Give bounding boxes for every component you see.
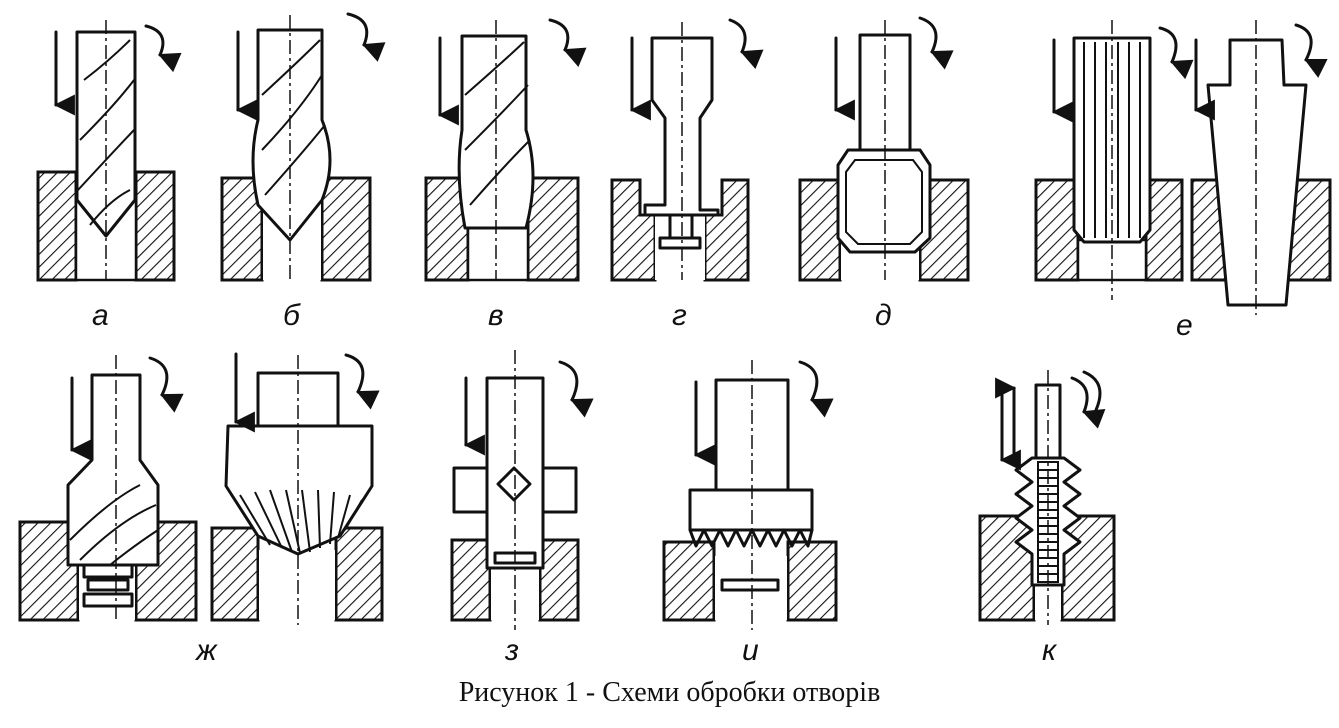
workpiece	[134, 170, 176, 282]
label-d: д	[875, 299, 892, 332]
scheme-zh-countersinking: ж	[18, 352, 384, 667]
figure-caption: Рисунок 1 - Схеми обробки отворів	[458, 677, 881, 708]
label-g: г	[672, 299, 687, 332]
label-v: в	[488, 299, 504, 332]
scheme-k-tapping: к	[978, 370, 1116, 667]
scheme-a-drilling: а	[36, 20, 182, 332]
label-k: к	[1042, 634, 1058, 667]
label-b: б	[283, 299, 301, 332]
scheme-i-facing: и	[662, 360, 838, 667]
counterbore-cutter	[66, 373, 160, 567]
facing-cutter	[688, 488, 814, 532]
scheme-e-reaming: е	[1034, 20, 1332, 342]
scheme-b-drilling-enlarging: б	[220, 12, 386, 332]
scheme-g-counterbore: г	[610, 18, 764, 332]
label-zh: ж	[194, 634, 218, 667]
scheme-d-boring: д	[798, 16, 970, 332]
workpiece	[36, 170, 78, 282]
scheme-v-core-drilling: в	[424, 18, 587, 332]
label-z: з	[504, 634, 519, 667]
scheme-z-internal-grooving: з	[450, 350, 594, 667]
label-e: е	[1176, 309, 1193, 342]
label-a: а	[92, 299, 109, 332]
taper-reamer	[1206, 38, 1308, 307]
label-i: и	[742, 634, 759, 667]
